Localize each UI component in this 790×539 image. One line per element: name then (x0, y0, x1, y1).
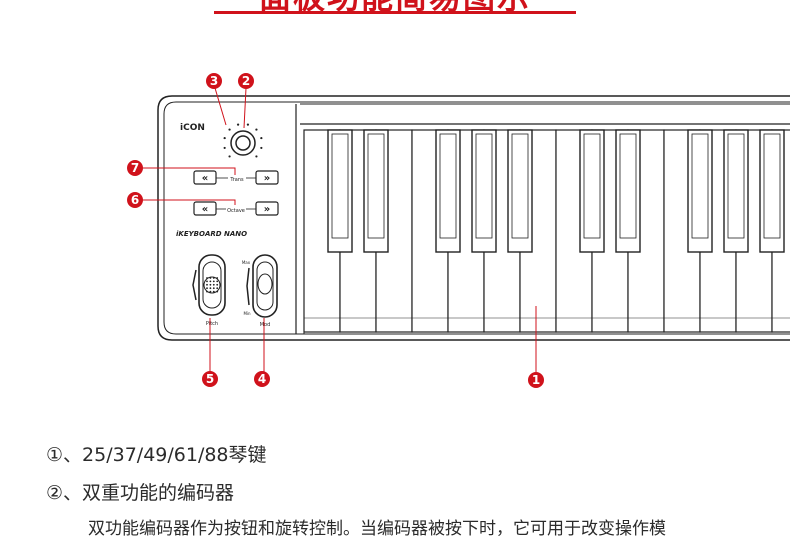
grip-dot (212, 287, 215, 290)
octave-down-label: « (202, 204, 208, 215)
black-key-top (727, 133, 745, 239)
grip-dot (212, 277, 215, 279)
trans-controls: « Trans » (193, 170, 279, 185)
encoder-led-dot (246, 123, 250, 126)
svg-text:2: 2 (242, 74, 250, 88)
svg-text:4: 4 (258, 372, 266, 386)
encoder-led-dot (228, 155, 231, 158)
grip-dot (206, 290, 208, 293)
grip-dot (216, 287, 219, 290)
pitch-wheel-grip (206, 277, 219, 293)
mod-max-label: Max (242, 260, 251, 265)
black-key-top (331, 133, 349, 239)
callout-lines (143, 87, 537, 372)
octave-label: Octave (227, 208, 245, 214)
mod-range-mark (246, 267, 250, 306)
encoder-knob[interactable] (230, 130, 256, 156)
svg-text:3: 3 (210, 74, 218, 88)
callout-badge-2: 2 (238, 73, 254, 89)
title-underline (214, 11, 576, 14)
piano-keys (303, 129, 790, 333)
page-title: 面板功能简易图示 (0, 0, 790, 14)
grip-dot (206, 277, 208, 279)
grip-dot (206, 287, 208, 290)
mod-min-label: Min (243, 311, 251, 316)
grip-dot (216, 280, 219, 283)
grip-dot (209, 280, 212, 283)
brand-logo: iCON (180, 123, 205, 133)
encoder-led-dot (255, 155, 258, 158)
black-key-top (367, 133, 385, 239)
model-logo: iKEYBOARD NANO (176, 230, 247, 238)
callout-badge-6: 6 (127, 192, 143, 208)
black-key-top (511, 133, 529, 239)
mod-wheel[interactable] (252, 254, 278, 318)
trans-up-label: » (264, 173, 270, 184)
mod-label: Mod (260, 322, 271, 328)
black-key-top (691, 133, 709, 239)
grip-dot (212, 290, 215, 293)
grip-dot (206, 283, 208, 286)
feature-item-encoder-desc: 双功能编码器作为按钮和旋转控制。当编码器被按下时，它可用于改变操作模 (88, 519, 666, 539)
feature-item-encoder: ②、双重功能的编码器 (46, 482, 235, 504)
octave-up-button[interactable] (255, 201, 279, 216)
trans-down-label: « (202, 173, 208, 184)
grip-dot (216, 283, 219, 286)
grip-dot (209, 287, 212, 290)
pitch-label: Pitch (206, 321, 218, 327)
octave-controls: « Octave » (193, 201, 279, 216)
pitch-range-mark (192, 269, 197, 301)
callout-badge-7: 7 (127, 160, 143, 176)
pitch-wheel[interactable] (198, 254, 226, 316)
encoder-led-dot (255, 128, 258, 131)
octave-up-label: » (264, 204, 270, 215)
callout-badge-5: 5 (202, 371, 218, 387)
encoder-led-dot (223, 146, 226, 150)
page-title-text: 面板功能简易图示 (259, 0, 531, 14)
grip-dot (209, 290, 212, 293)
svg-text:5: 5 (206, 372, 214, 386)
grip-dot (212, 280, 215, 283)
grip-dot (206, 280, 208, 283)
octave-down-button[interactable] (193, 201, 217, 216)
encoder-led-dot (236, 123, 240, 126)
grip-dot (209, 277, 212, 279)
encoder-led-dot (260, 136, 263, 140)
svg-text:6: 6 (131, 193, 139, 207)
grip-dot (216, 277, 219, 279)
encoder-led-ring (223, 123, 263, 158)
svg-text:7: 7 (131, 161, 139, 175)
grip-dot (209, 283, 212, 286)
trans-label: Trans (229, 177, 244, 183)
encoder-led-dot (223, 136, 226, 140)
encoder-led-dot (260, 146, 263, 150)
grip-dot (216, 290, 219, 293)
callout-badge-1: 1 (528, 372, 544, 388)
black-key-top (439, 133, 457, 239)
black-key-top (619, 133, 637, 239)
callout-badge-4: 4 (254, 371, 270, 387)
keyboard-diagram: iCON « Trans » « Octave » iKEYBOARD NANO… (127, 73, 790, 388)
svg-text:1: 1 (532, 373, 540, 387)
black-key-top (583, 133, 601, 239)
grip-dot (212, 283, 215, 286)
encoder-led-dot (228, 128, 231, 131)
callout-badge-3: 3 (206, 73, 222, 89)
black-key-top (475, 133, 493, 239)
trans-up-button[interactable] (255, 170, 279, 185)
feature-item-keys: ①、25/37/49/61/88琴键 (46, 444, 267, 466)
trans-down-button[interactable] (193, 170, 217, 185)
black-key-top (763, 133, 781, 239)
